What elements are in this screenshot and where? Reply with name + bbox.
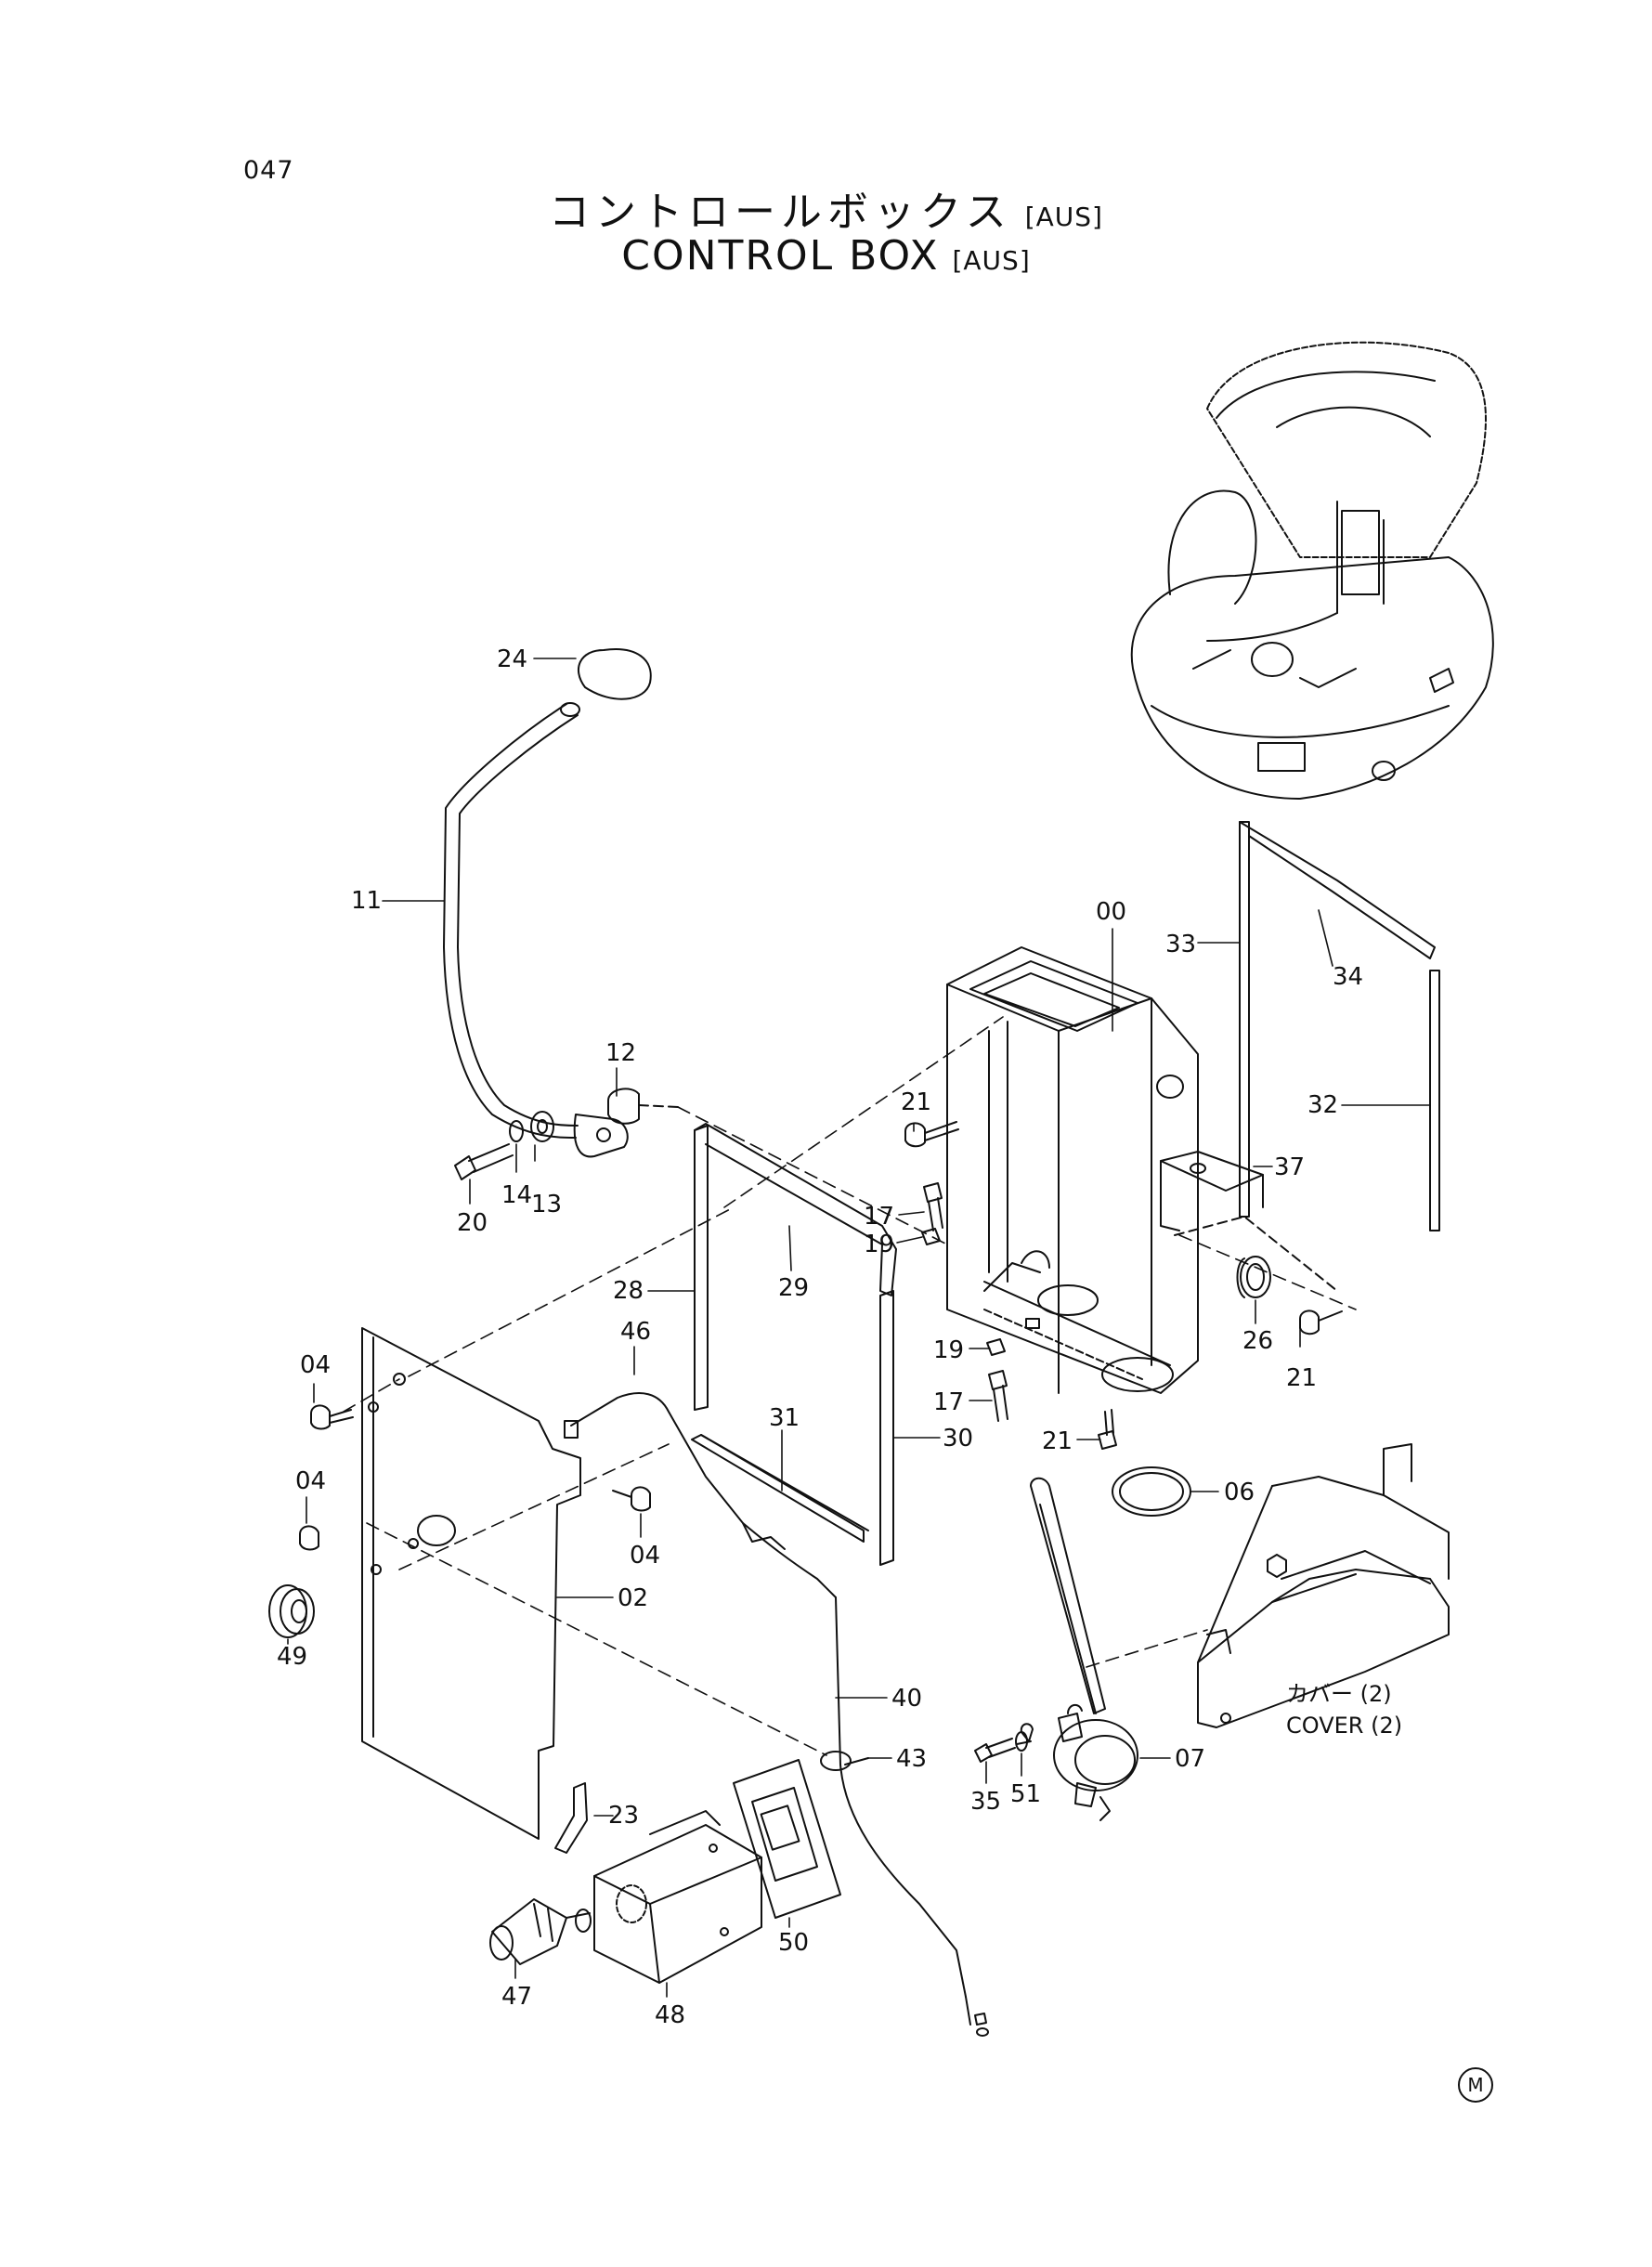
- label-49: 49: [277, 1643, 307, 1671]
- excavator-cab-illustration: [1130, 341, 1494, 800]
- label-19-bottom: 19: [933, 1336, 964, 1364]
- bracket-37: [1160, 1151, 1338, 1292]
- circled-m-mark: M: [1458, 2067, 1493, 2103]
- label-48: 48: [655, 2001, 685, 2029]
- socket-47: [489, 1898, 592, 1965]
- label-35: 35: [970, 1788, 1001, 1816]
- knob-24: [577, 648, 652, 700]
- label-26: 26: [1242, 1327, 1273, 1355]
- title-en-tag: [AUS]: [952, 245, 1031, 276]
- label-51: 51: [1010, 1780, 1041, 1808]
- grommet-26: [1236, 1256, 1271, 1298]
- hose-23: [554, 1782, 588, 1854]
- part-number-labels: 24 11 12 13 14 20 00 33 34 32 21 17 19 3…: [277, 645, 1402, 2029]
- hardware-12-13-14-20: [454, 1088, 679, 1180]
- bolts-04: [299, 1404, 651, 1551]
- label-32: 32: [1307, 1091, 1338, 1119]
- title-jp-text: コントロールボックス: [549, 189, 1012, 236]
- cover-label-jp: カバー (2): [1286, 1681, 1392, 1707]
- label-04-right: 04: [630, 1542, 660, 1570]
- label-06: 06: [1224, 1479, 1255, 1506]
- seals-32-33-34: [1239, 821, 1440, 1231]
- label-07: 07: [1175, 1745, 1205, 1773]
- label-30: 30: [943, 1425, 973, 1453]
- label-00: 00: [1096, 898, 1126, 926]
- control-box-00: [946, 946, 1199, 1394]
- seals-28-29-30-31: [691, 1123, 897, 1566]
- label-43: 43: [896, 1745, 927, 1773]
- page-title-en: CONTROL BOX [AUS]: [0, 232, 1652, 280]
- label-29: 29: [778, 1274, 809, 1302]
- label-21-bottom: 21: [1042, 1427, 1073, 1455]
- page-number: 047: [243, 156, 294, 185]
- bolt-35-washer-51: [974, 1731, 1028, 1763]
- label-14: 14: [501, 1181, 532, 1209]
- title-jp-tag: [AUS]: [1024, 202, 1103, 232]
- label-50: 50: [778, 1929, 809, 1957]
- harness-40-46: [564, 1392, 989, 2037]
- label-40: 40: [891, 1685, 922, 1713]
- lever-11: [443, 648, 652, 1158]
- grommet-49: [268, 1584, 315, 1638]
- label-31: 31: [769, 1404, 800, 1432]
- label-24: 24: [497, 645, 527, 673]
- title-en-text: CONTROL BOX: [621, 232, 940, 280]
- cover-label-en: COVER (2): [1286, 1713, 1402, 1739]
- clamp-43: [820, 1751, 869, 1771]
- label-23: 23: [608, 1802, 639, 1830]
- label-21-right: 21: [1286, 1364, 1317, 1392]
- label-34: 34: [1333, 963, 1363, 991]
- label-33: 33: [1165, 931, 1196, 958]
- label-12: 12: [605, 1039, 636, 1067]
- label-19-top: 19: [864, 1231, 894, 1258]
- label-02: 02: [618, 1584, 648, 1612]
- cover-2-panel: [1197, 1443, 1450, 1728]
- label-11: 11: [351, 887, 382, 915]
- label-20: 20: [457, 1209, 488, 1237]
- cover-02: [361, 1327, 581, 1840]
- lever-07: [1016, 1477, 1138, 1821]
- label-04-mid: 04: [295, 1467, 326, 1495]
- label-47: 47: [501, 1983, 532, 2011]
- label-37: 37: [1274, 1153, 1305, 1181]
- label-17-top: 17: [864, 1203, 894, 1231]
- label-04-top: 04: [300, 1351, 331, 1379]
- bolts-17-19-21: [904, 1121, 1343, 1450]
- label-21-top: 21: [901, 1088, 931, 1116]
- page-title-jp: コントロールボックス [AUS]: [0, 178, 1652, 238]
- label-28: 28: [613, 1277, 644, 1305]
- label-17-bottom: 17: [933, 1388, 964, 1416]
- assembly-lines: [343, 1016, 1357, 1756]
- leader-lines: [287, 658, 1431, 1998]
- plate-50: [733, 1759, 841, 1919]
- seal-06: [1112, 1466, 1191, 1517]
- label-13: 13: [531, 1191, 562, 1218]
- label-46: 46: [620, 1318, 651, 1346]
- box-48: [593, 1810, 762, 1984]
